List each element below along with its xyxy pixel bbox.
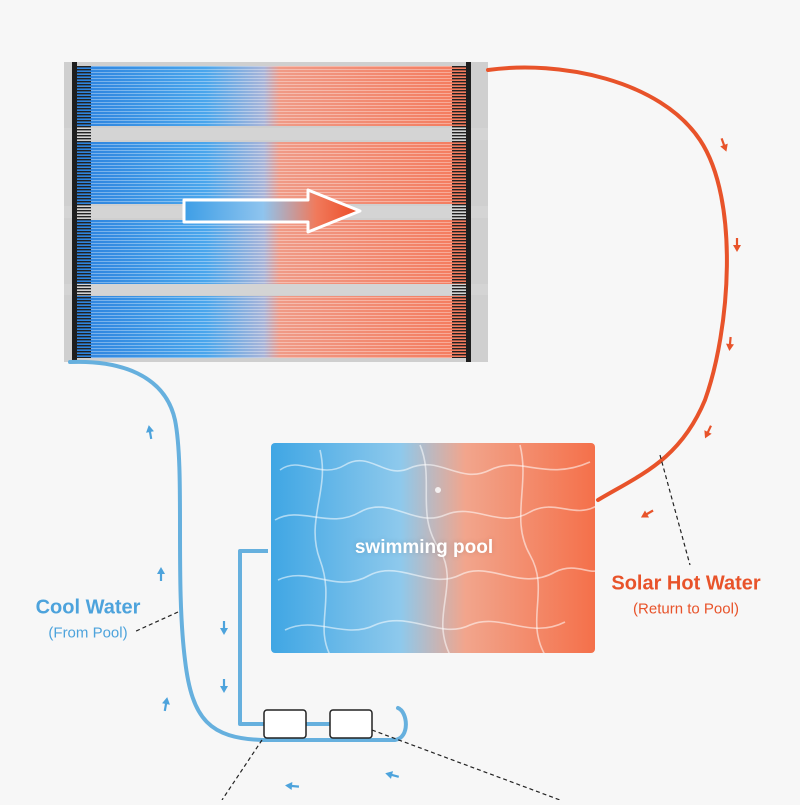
swimming-pool (271, 443, 595, 653)
arrow-icon (157, 567, 165, 581)
pool-water (271, 443, 595, 653)
arrow-icon (733, 238, 741, 252)
arrow-icon (220, 621, 228, 635)
arrow-icon (640, 509, 654, 518)
arrow-icon (385, 771, 400, 779)
panel-section-tubes (76, 142, 468, 204)
cool-water-pipe (68, 359, 408, 742)
left-header-teeth (77, 66, 91, 358)
panel-section-tubes (76, 220, 468, 284)
arrow-icon (720, 138, 728, 152)
cool-flow-arrows (146, 425, 400, 790)
arrow-icon (146, 425, 154, 440)
filter-box (329, 709, 373, 739)
left-header-pipe (72, 62, 77, 362)
pump-box (263, 709, 307, 739)
flow-arrow-icon (182, 188, 362, 234)
solar-panel (64, 62, 488, 362)
pool-caustics (274, 444, 595, 653)
panel-section-tubes (76, 66, 468, 126)
arrow-icon (285, 782, 300, 790)
pool-return-pipe (238, 549, 268, 726)
arrow-icon (726, 336, 734, 351)
panel-section-tubes (76, 296, 468, 358)
arrow-icon (704, 425, 712, 439)
leader-lines (133, 454, 691, 801)
arrow-icon (162, 697, 170, 712)
solar-hot-water-sublabel: (Return to Pool) (633, 600, 739, 618)
cool-water-label: Cool Water (35, 596, 141, 619)
right-header-pipe (466, 62, 471, 362)
pool-label: swimming pool (354, 537, 494, 558)
hot-flow-arrows (640, 138, 741, 518)
solar-hot-water-label: Solar Hot Water (611, 572, 761, 595)
cool-water-sublabel: (From Pool) (48, 624, 128, 642)
right-header-teeth (452, 66, 466, 358)
panel-strap (64, 284, 488, 295)
arrow-icon (220, 679, 228, 693)
panel-strap (64, 128, 488, 140)
hot-water-pipe (486, 65, 729, 502)
